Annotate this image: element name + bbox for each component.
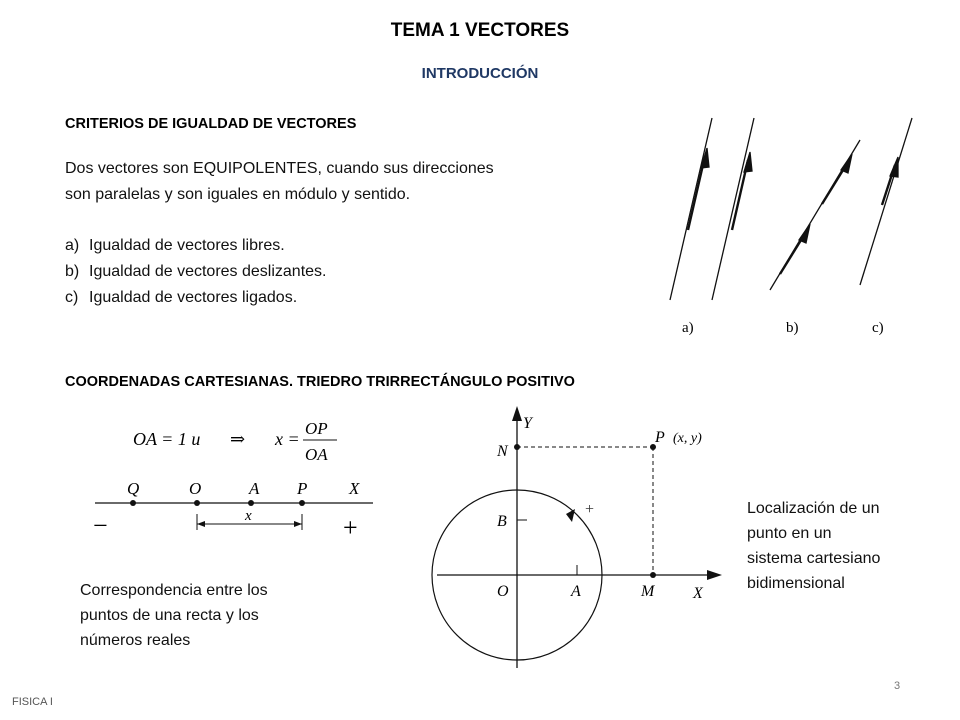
point-o [194,500,200,506]
plus-sign: + [343,513,358,542]
point-m [650,572,656,578]
arrow-head [743,151,753,173]
vector-line [711,117,755,301]
vector-line [859,117,913,286]
arrow-head [700,147,710,169]
label-y-axis: Y [523,415,534,432]
label-o: O [189,479,201,498]
page-subtitle: INTRODUCCIÓN [421,65,539,82]
real-number-line-figure: OA = 1 u ⇒ x = OP OA Q O A P X x − + [93,419,373,542]
label-n: N [496,443,509,460]
label-x: X [348,479,360,498]
dimension-arrow-left [197,521,205,527]
figure-label-c: c) [872,320,884,336]
label-q: Q [127,479,139,498]
formula-denominator: OA [305,445,328,464]
list-item: a)Igualdad de vectores libres. [65,237,285,254]
caption-cartesian: Localización de un punto en un sistema c… [747,500,881,592]
vector-line [669,117,713,301]
label-p: P [296,479,307,498]
caption-real-line: Correspondencia entre los puntos de una … [80,582,268,649]
equality-criteria-list: a)Igualdad de vectores libres. b)Igualda… [65,233,326,311]
page-number: 3 [894,680,901,692]
label-plus: + [585,501,594,518]
label-x-axis: X [692,585,704,602]
formula-x: x = [274,429,300,449]
label-b: B [497,513,507,530]
point-a [248,500,254,506]
minus-sign: − [93,511,108,540]
arrow-head [798,223,811,244]
point-p [650,444,656,450]
x-axis-arrow [707,570,722,580]
section-heading-cartesian: COORDENADAS CARTESIANAS. TRIEDRO TRIRREC… [65,374,575,390]
arrow-head [889,156,899,178]
label-p: P [654,429,665,446]
dimension-arrow-right [294,521,302,527]
paragraph-line-1: Dos vectores son EQUIPOLENTES, cuando su… [65,160,494,177]
equipolent-paragraph: Dos vectores son EQUIPOLENTES, cuando su… [65,156,585,208]
footer-course: FISICA I [12,696,53,708]
figure-label-a: a) [682,320,694,336]
label-p-coords: (x, y) [673,431,702,446]
label-a: A [248,479,260,498]
segment-label-x: x [244,508,252,524]
point-q [130,500,136,506]
formula-lhs: OA = 1 u [133,429,200,449]
arrow-head [840,153,853,174]
point-p [299,500,305,506]
paragraph-line-2: son paralelas y son iguales en módulo y … [65,186,411,203]
cartesian-plane-figure: Y N P (x, y) B + O A M X [431,406,722,668]
label-m: M [640,583,656,600]
figure-label-b: b) [786,320,799,336]
list-item: c)Igualdad de vectores ligados. [65,289,298,306]
page-title: TEMA 1 VECTORES [390,20,570,41]
rotation-arrow [566,509,575,522]
equipollent-vectors-figure: a) b) c) [669,117,913,336]
implies-symbol: ⇒ [230,429,245,449]
point-n [514,444,520,450]
list-item: b)Igualdad de vectores deslizantes. [65,263,327,280]
label-o: O [497,583,509,600]
formula-numerator: OP [305,419,328,438]
section-heading-equality: CRITERIOS DE IGUALDAD DE VECTORES [65,116,357,132]
label-a: A [570,583,581,600]
y-axis-arrow [512,406,522,421]
